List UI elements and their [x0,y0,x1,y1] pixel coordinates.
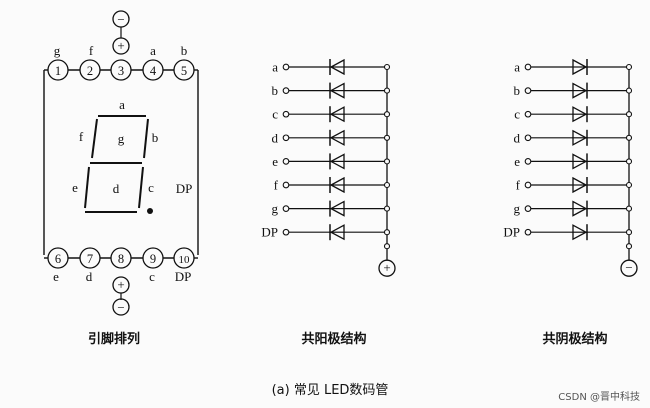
anode-row-f: f [274,176,391,194]
cathode-terminal-sign: − [625,260,632,275]
pin-7: 7 [87,252,93,266]
bottom-minus-circle [112,298,130,316]
anode-label-e: e [272,154,278,169]
anode-terminal-sign: + [383,260,390,275]
pin-1: 1 [55,64,61,78]
seg-b: b [152,130,159,145]
top-minus-sign: − [117,12,124,27]
seg-c: c [148,180,154,195]
bottom-plus-sign: + [117,277,124,292]
pinout-caption: 引脚排列 [88,331,140,347]
anode-row-g: g [272,200,391,217]
top-pin-row: 1 2 3 4 5 [47,59,195,81]
top-letter-1: g [54,43,61,58]
pinout-panel: − + g f a b 1 2 3 4 5 [43,10,199,347]
common-anode-caption: 共阳极结构 [301,331,366,347]
pin-6: 6 [55,252,61,266]
anode-row-c: c [272,106,391,123]
anode-label-b: b [272,83,279,98]
cathode-row-d: d [514,129,633,146]
common-cathode-caption: 共阴极结构 [542,331,607,347]
top-letter-2: f [89,43,94,58]
pin-8: 8 [118,252,124,266]
pin-10: 10 [179,254,191,266]
top-plus-sign: + [117,38,124,53]
cathode-label-f: f [516,178,521,193]
pin-9: 9 [150,252,156,266]
bottom-letter-6: e [53,269,59,284]
anode-label-dp: DP [261,225,278,240]
bottom-minus-sign: − [117,300,124,315]
cathode-row-a: a [514,58,633,76]
cathode-label-e: e [514,154,520,169]
seg-g: g [118,131,125,146]
anode-label-d: d [272,130,279,145]
anode-label-a: a [272,60,278,75]
pin-4: 4 [150,64,157,78]
cathode-row-b: b [514,82,633,99]
cathode-label-a: a [514,60,520,75]
cathode-label-c: c [514,107,520,122]
cathode-row-dp: DP [503,224,633,241]
cathode-label-g: g [514,201,521,216]
pin-5: 5 [181,64,187,78]
bottom-letter-10: DP [175,269,192,284]
anode-label-g: g [272,201,279,216]
figure-caption: (a) 常见 LED数码管 [272,383,389,398]
cathode-row-c: c [514,106,633,123]
anode-row-b: b [272,82,391,99]
cathode-row-e: e [514,153,633,170]
seg-dp: DP [176,181,193,196]
seven-segment-glyph [84,115,149,213]
decimal-point [147,208,153,214]
cathode-label-b: b [514,83,521,98]
top-letter-5: b [181,43,188,58]
cathode-label-d: d [514,130,521,145]
seg-d: d [113,181,120,196]
cathode-row-f: f [516,176,633,194]
bottom-letter-7: d [86,269,93,284]
seg-e: e [72,180,78,195]
pin-3: 3 [118,64,124,78]
anode-row-d: d [272,129,391,146]
cathode-row-g: g [514,200,633,217]
anode-row-a: a [272,58,391,76]
watermark: CSDN @晋中科技 [558,390,640,403]
seg-f: f [79,129,84,144]
top-letter-4: a [150,43,156,58]
anode-row-dp: DP [261,224,391,241]
cathode-label-dp: DP [503,225,520,240]
anode-label-c: c [272,107,278,122]
seg-a: a [119,97,125,112]
bottom-pin-row: 6 7 8 9 10 [47,247,195,269]
anode-label-f: f [274,178,279,193]
bottom-letter-9: c [149,269,155,284]
pin-2: 2 [87,64,93,78]
top-plus-circle [112,37,130,55]
anode-row-e: e [272,153,391,170]
